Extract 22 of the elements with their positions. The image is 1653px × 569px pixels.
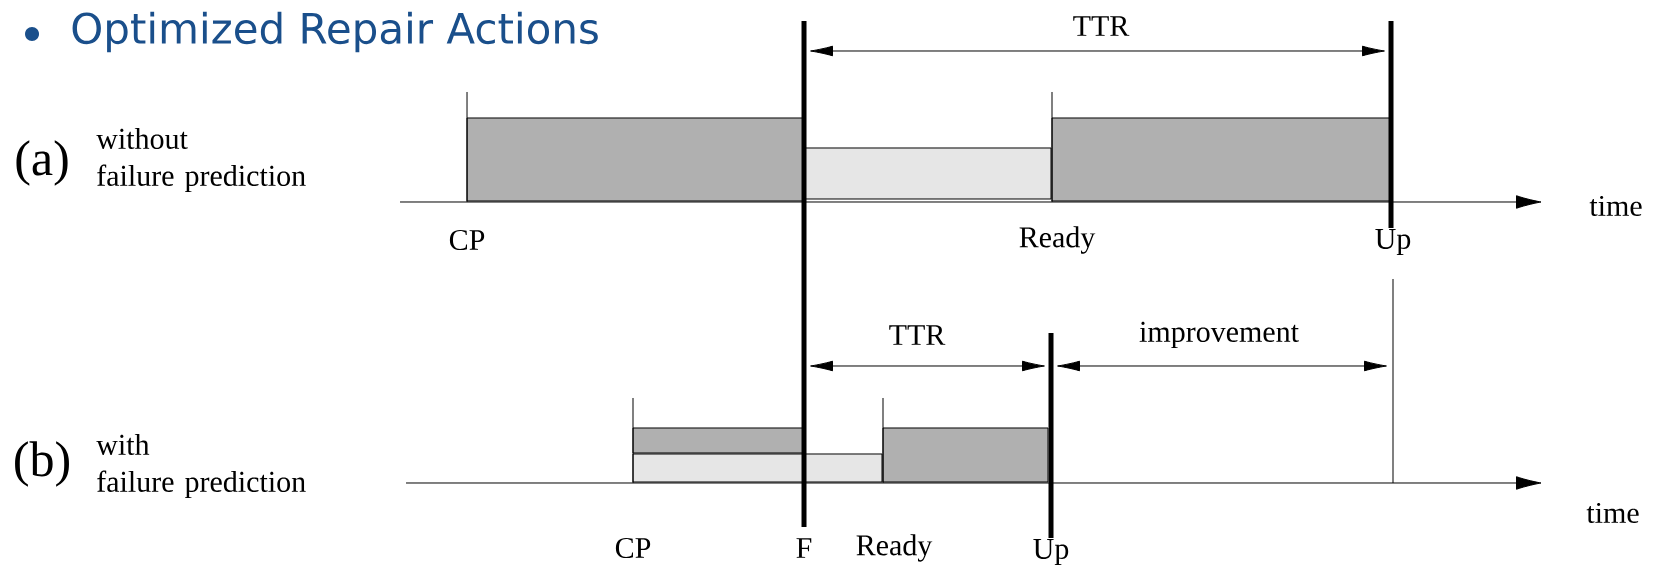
- timeline-bar: [466, 117, 804, 202]
- axis-label: time: [1585, 501, 1641, 525]
- timeline-bar: [1051, 117, 1391, 202]
- timeline-bar: [632, 427, 804, 454]
- timeline-bar: [632, 453, 883, 483]
- event-label: Up: [1373, 228, 1413, 256]
- event-label: Ready: [1017, 225, 1097, 255]
- event-label: F: [794, 537, 814, 559]
- event-label: Up: [1031, 538, 1071, 566]
- slide-title: Optimized Repair Actions: [72, 11, 598, 53]
- event-label: Ready: [854, 533, 934, 563]
- dimension-label: improvement: [1138, 320, 1300, 350]
- timeline-bar: [882, 427, 1049, 483]
- dimension-label: TTR: [887, 324, 947, 346]
- event-label: CP: [447, 228, 487, 252]
- panel-caption: with failure prediction: [96, 433, 306, 499]
- dimension-label: TTR: [1071, 15, 1131, 37]
- panel-label: (a): [13, 139, 71, 187]
- panel-label: (b): [11, 440, 73, 488]
- axis-label: time: [1588, 194, 1644, 218]
- panel-caption: without failure prediction: [96, 127, 306, 193]
- event-label: CP: [613, 536, 653, 560]
